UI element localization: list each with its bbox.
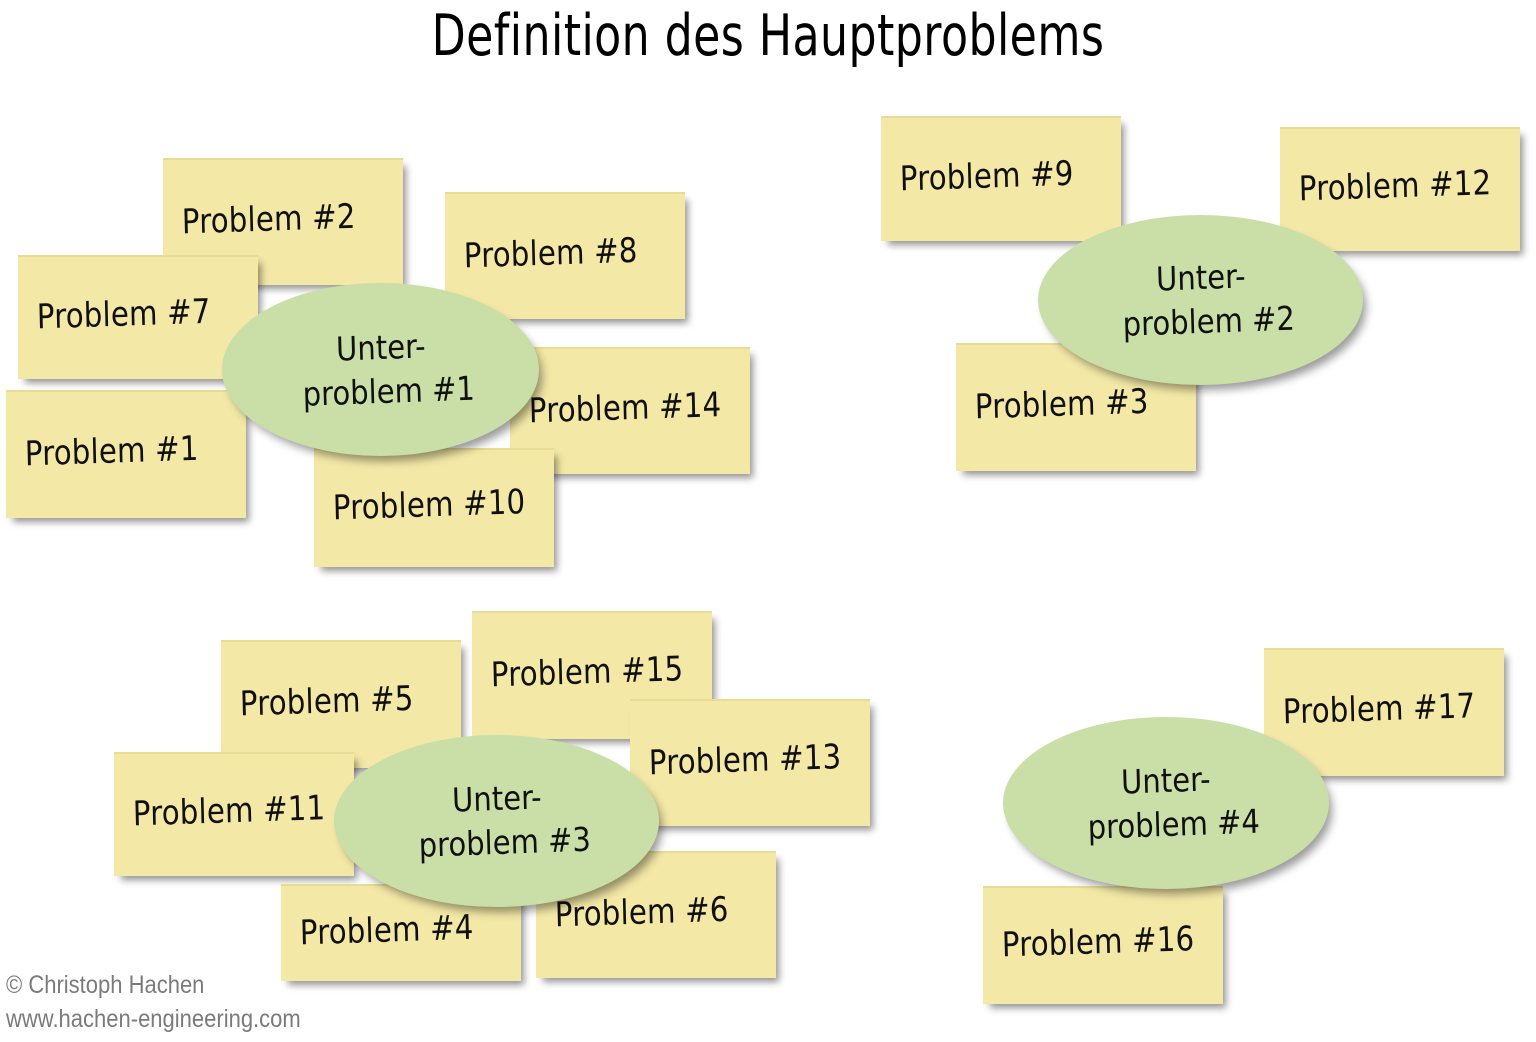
sticky-note-label: Problem #1 xyxy=(24,428,199,475)
sticky-note[interactable]: Problem #10 xyxy=(314,448,554,567)
subproblem-ellipse[interactable]: Unter-problem #2 xyxy=(1038,215,1363,385)
sticky-note-label: Problem #17 xyxy=(1282,686,1476,733)
sticky-note-label: Problem #2 xyxy=(181,196,356,242)
sticky-note-label: Problem #13 xyxy=(648,736,842,783)
sticky-note[interactable]: Problem #16 xyxy=(983,886,1223,1004)
sticky-note-label: Problem #4 xyxy=(299,907,474,953)
subproblem-ellipse[interactable]: Unter-problem #4 xyxy=(1003,717,1329,889)
subproblem-label-line2: problem #4 xyxy=(1087,801,1261,847)
subproblem-label-line1: Unter- xyxy=(1155,256,1246,300)
sticky-note-label: Problem #16 xyxy=(1001,919,1195,966)
sticky-note-label: Problem #3 xyxy=(974,381,1149,428)
subproblem-ellipse[interactable]: Unter-problem #1 xyxy=(222,283,539,456)
sticky-note-label: Problem #5 xyxy=(239,678,414,725)
sticky-note[interactable]: Problem #8 xyxy=(445,192,685,319)
sticky-note-label: Problem #15 xyxy=(490,649,684,696)
subproblem-label-line1: Unter- xyxy=(335,326,426,369)
sticky-note[interactable]: Problem #11 xyxy=(114,752,354,876)
sticky-note[interactable]: Problem #1 xyxy=(6,390,246,518)
sticky-note[interactable]: Problem #9 xyxy=(881,116,1121,241)
sticky-note-label: Problem #11 xyxy=(132,788,326,835)
page-title: Definition des Hauptproblems xyxy=(431,2,1105,69)
subproblem-label-line2: problem #2 xyxy=(1121,298,1296,344)
subproblem-label-line1: Unter- xyxy=(451,777,542,821)
sticky-note-label: Problem #14 xyxy=(528,384,722,431)
footer-copyright: © Christoph Hachen xyxy=(6,971,205,999)
sticky-note-label: Problem #9 xyxy=(899,153,1074,199)
sticky-note[interactable]: Problem #13 xyxy=(630,699,870,826)
sticky-note-label: Problem #10 xyxy=(332,481,526,528)
sticky-note[interactable]: Problem #17 xyxy=(1264,648,1504,776)
subproblem-label-line1: Unter- xyxy=(1120,759,1212,803)
subproblem-label-line2: problem #3 xyxy=(417,819,592,865)
sticky-note-label: Problem #8 xyxy=(463,230,638,276)
sticky-note-label: Problem #7 xyxy=(36,291,211,338)
sticky-note[interactable]: Problem #12 xyxy=(1280,127,1520,251)
subproblem-ellipse[interactable]: Unter-problem #3 xyxy=(334,735,659,907)
footer-website[interactable]: www.hachen-engineering.com xyxy=(6,1005,301,1033)
footer: © Christoph Hachen www.hachen-engineerin… xyxy=(6,968,341,1036)
sticky-note[interactable]: Problem #7 xyxy=(18,255,258,379)
subproblem-label-line2: problem #1 xyxy=(301,368,476,414)
sticky-note-label: Problem #12 xyxy=(1298,163,1492,210)
